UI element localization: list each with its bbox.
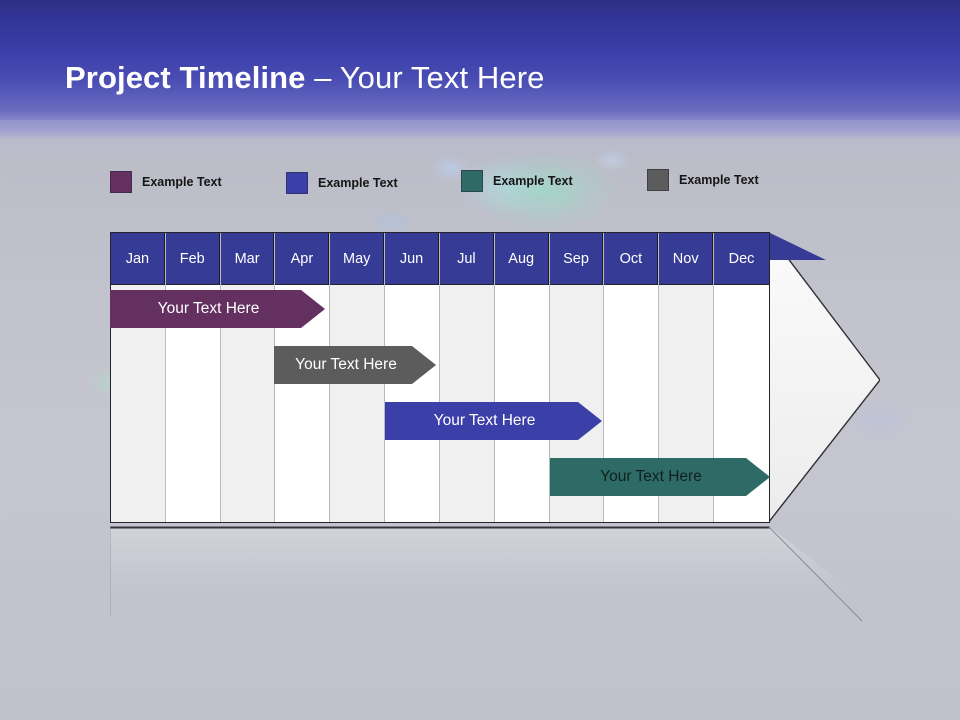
month-column-jul[interactable]: Jul [439,233,495,522]
month-header-apr[interactable]: Apr [275,233,330,285]
legend-swatch-gray [647,169,669,191]
legend-item-label: Example Text [142,175,222,189]
month-header-nov[interactable]: Nov [659,233,714,285]
month-column-feb[interactable]: Feb [165,233,221,522]
month-header-jul[interactable]: Jul [439,233,494,285]
month-column-jan[interactable]: Jan [111,233,166,522]
legend-swatch-teal [461,170,483,192]
legend-item[interactable]: Example Text [110,171,222,193]
title-band [0,0,960,138]
task-bar[interactable]: Your Text Here [550,458,770,496]
legend-swatch-purple [110,171,132,193]
month-header-feb[interactable]: Feb [165,233,220,285]
month-header-mar[interactable]: Mar [220,233,275,285]
title-band-fade [0,120,960,166]
legend-item-label: Example Text [679,173,759,187]
month-header-jun[interactable]: Jun [385,233,439,285]
legend: Example Text Example Text Example Text Exam… [110,169,830,195]
month-header-aug[interactable]: Aug [494,233,549,285]
month-column-body [330,285,385,522]
legend-item-label: Example Text [493,174,573,188]
page-title-bold: Project Timeline [65,60,306,95]
task-bar-label: Your Text Here [600,468,702,485]
legend-swatch-blue [286,172,308,194]
legend-item[interactable]: Example Text [647,169,759,191]
month-column-may[interactable]: May [330,233,386,522]
month-header-may[interactable]: May [330,233,385,285]
month-header-jan[interactable]: Jan [111,233,165,285]
month-header-sep[interactable]: Sep [549,233,604,285]
task-bar-label: Your Text Here [157,300,260,317]
month-header-dec[interactable]: Dec [714,233,769,285]
task-bar[interactable]: Your Text Here [110,290,325,328]
legend-item[interactable]: Example Text [461,170,573,192]
task-bar-label: Your Text Here [295,356,397,373]
legend-item[interactable]: Example Text [286,172,398,194]
task-bar-label: Your Text Here [433,412,536,429]
month-column-aug[interactable]: Aug [494,233,550,522]
month-column-mar[interactable]: Mar [220,233,276,522]
task-bar[interactable]: Your Text Here [385,402,602,440]
legend-item-label: Example Text [318,176,398,190]
table-reflection [110,526,863,622]
task-bar[interactable]: Your Text Here [274,346,436,384]
page-title: Project Timeline – Your Text Here [65,60,544,96]
page-title-rest: – Your Text Here [305,60,545,95]
month-header-oct[interactable]: Oct [604,233,659,285]
